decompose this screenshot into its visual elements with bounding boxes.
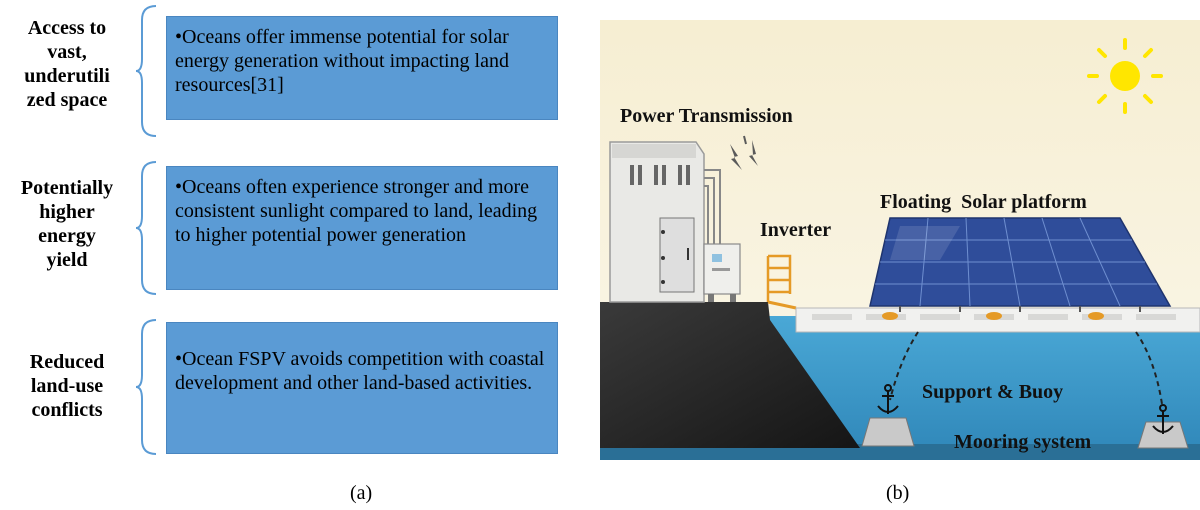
anchor-right: [1137, 404, 1189, 449]
category-line: Reduced: [29, 351, 105, 373]
fspv-illustration: Power Transmission Inverter Floating Sol…: [600, 20, 1200, 460]
mooring-lines: [889, 331, 1163, 405]
seabed: [760, 444, 1200, 460]
category-label-landuse: Reduced land-use conflicts: [0, 350, 134, 422]
category-line: Potentially: [20, 177, 114, 199]
substation-icon: [609, 141, 705, 303]
caption-a: (a): [350, 482, 373, 504]
category-line: yield: [46, 249, 88, 271]
label-support-buoy: Support & Buoy: [922, 381, 1063, 403]
benefit-box-access: •Oceans offer immense potential for sola…: [166, 16, 558, 120]
benefit-text: •Oceans offer immense potential for sola…: [175, 26, 509, 96]
category-line: Access to: [27, 17, 107, 39]
brace-icon: [135, 161, 157, 295]
category-line: energy: [38, 225, 96, 247]
sun-icon: [1087, 38, 1163, 114]
benefit-text: •Oceans often experience stronger and mo…: [175, 176, 538, 246]
inverter-icon: [703, 243, 741, 302]
benefit-box-landuse: •Ocean FSPV avoids competition with coas…: [166, 322, 558, 454]
brace-icon: [135, 5, 157, 137]
label-mooring-system: Mooring system: [954, 431, 1092, 453]
category-line: underutili: [24, 65, 110, 87]
caption-b: (b): [886, 482, 910, 504]
category-line: land-use: [30, 375, 104, 397]
gangway-icon: [766, 254, 797, 310]
category-line: vast,: [47, 41, 87, 63]
solar-panel-array: [869, 217, 1172, 312]
anchor-icon: [877, 384, 899, 414]
label-floating-solar-platform: Floating Solar platform: [880, 191, 1087, 213]
category-line: higher: [39, 201, 95, 223]
category-line: conflicts: [31, 399, 103, 421]
benefit-box-energy: •Oceans often experience stronger and mo…: [166, 166, 558, 290]
label-inverter: Inverter: [760, 219, 831, 241]
transmission-cables: [704, 169, 721, 244]
anchor-icon: [1152, 404, 1174, 434]
category-line: zed space: [26, 89, 108, 111]
label-power-transmission: Power Transmission: [620, 105, 793, 127]
category-label-access: Access to vast, underutili zed space: [0, 16, 134, 112]
anchor-left: [861, 384, 915, 447]
category-label-energy: Potentially higher energy yield: [0, 176, 134, 272]
lightning-icon: [730, 135, 758, 170]
sea-floor-left: [600, 448, 860, 460]
quay: [600, 302, 860, 448]
brace-icon: [135, 319, 157, 455]
float-pontoons: [795, 307, 1200, 333]
benefit-text: •Ocean FSPV avoids competition with coas…: [175, 348, 545, 394]
